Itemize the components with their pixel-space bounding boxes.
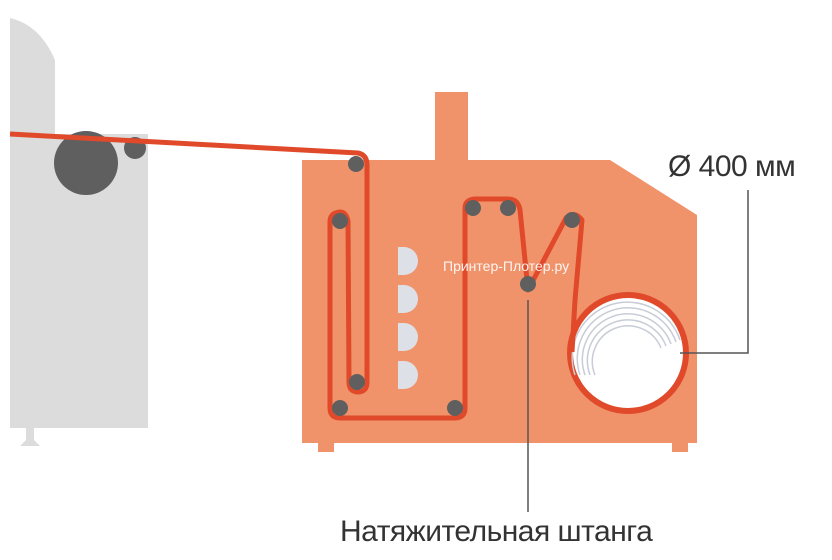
- roll-diameter-label: Ø 400 мм: [668, 150, 796, 183]
- tension-bar-label: Натяжительная штанга: [340, 515, 653, 548]
- tension-bar-roller: [520, 276, 536, 292]
- guide-rollers: [332, 156, 580, 416]
- diameter-leader-line: [680, 190, 749, 354]
- unit-foot-right: [672, 443, 688, 452]
- printer-drive-roller: [54, 131, 118, 195]
- unit-foot-left: [318, 443, 334, 452]
- watermark: Принтер-Плотер.ру: [443, 258, 570, 274]
- media-web: [9, 131, 585, 421]
- unit-chimney: [435, 92, 468, 167]
- heater-elements: [398, 247, 418, 389]
- printer-foot: [20, 428, 40, 446]
- printer-body: [10, 18, 148, 428]
